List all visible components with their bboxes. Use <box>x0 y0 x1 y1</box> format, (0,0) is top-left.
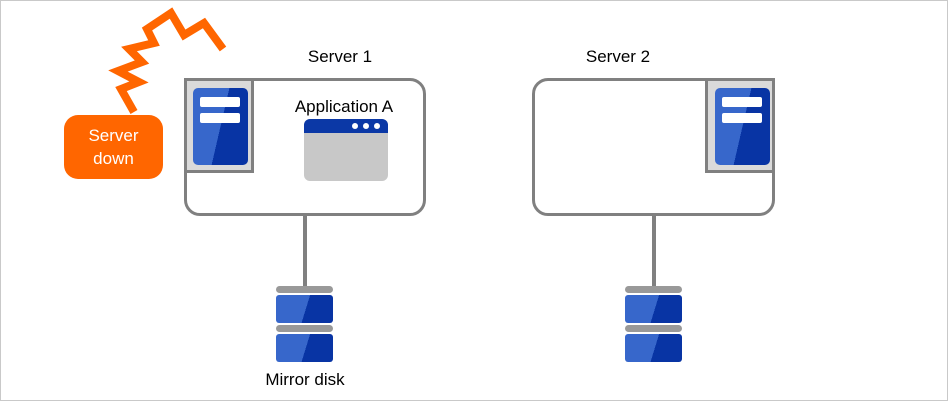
server1-disk-connector <box>303 214 307 286</box>
disk-platter <box>276 295 333 323</box>
application-label: Application A <box>294 97 394 116</box>
server-tower-icon <box>193 88 248 165</box>
app-dot <box>363 123 369 129</box>
disk-platter <box>276 334 333 362</box>
app-dot <box>374 123 380 129</box>
server1-icon-frame <box>184 78 254 173</box>
app-titlebar <box>304 119 388 133</box>
mirror-disk-stack-icon <box>625 286 682 362</box>
server2-disk-connector <box>652 214 656 286</box>
app-dot <box>352 123 358 129</box>
disk-cap <box>625 325 682 332</box>
server2-icon-frame <box>705 78 775 173</box>
tower-slot <box>200 113 240 123</box>
disk-cap <box>625 286 682 293</box>
disk-platter <box>625 334 682 362</box>
server-down-badge: Server down <box>64 115 163 179</box>
disk-cap <box>276 286 333 293</box>
server-down-label: Server down <box>88 126 139 168</box>
tower-slot <box>722 97 762 107</box>
tower-slot <box>200 97 240 107</box>
server2-title: Server 2 <box>585 47 651 66</box>
mirror-disk-label: Mirror disk <box>265 370 345 389</box>
application-window-icon <box>304 119 388 181</box>
tower-slot <box>722 113 762 123</box>
server1-title: Server 1 <box>307 47 373 66</box>
mirror-disk-stack-icon <box>276 286 333 362</box>
disk-cap <box>276 325 333 332</box>
server-tower-icon <box>715 88 770 165</box>
crash-flash-icon <box>108 7 227 114</box>
disk-platter <box>625 295 682 323</box>
